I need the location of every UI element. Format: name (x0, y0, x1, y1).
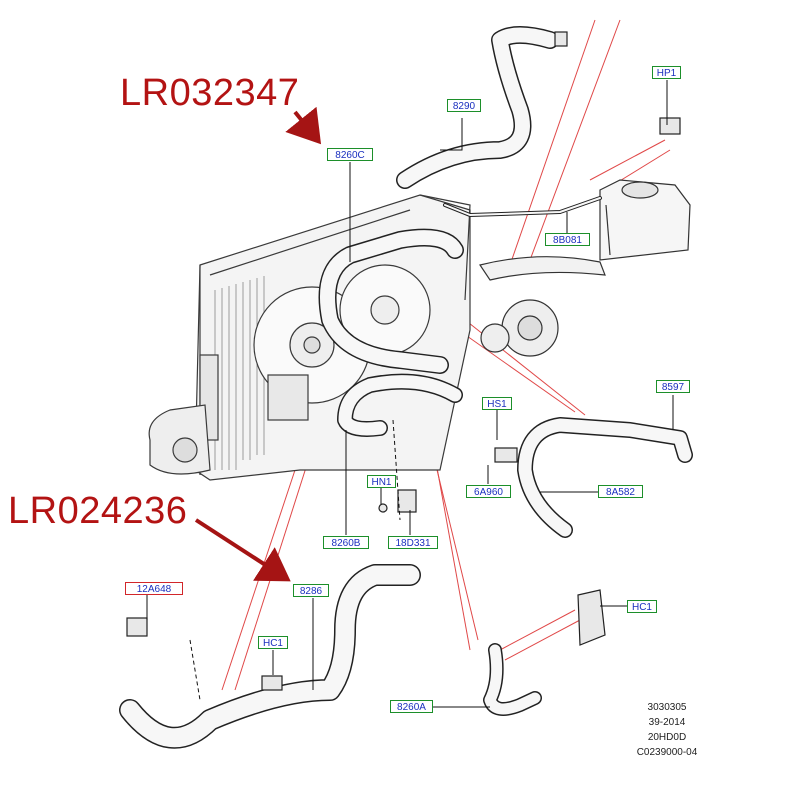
callout-hn1: HN1 (367, 475, 396, 488)
callout-8286: 8286 (293, 584, 329, 597)
pointer-arrows (194, 106, 322, 582)
hn1-part (378, 503, 388, 513)
6a960-part (494, 447, 518, 463)
callout-hc1: HC1 (627, 600, 657, 613)
part-number-upper: LR032347 (120, 72, 300, 114)
part-number-lower: LR024236 (8, 490, 188, 532)
callout-8a582: 8A582 (598, 485, 643, 498)
reference-line: 20HD0D (647, 732, 687, 743)
hp1-part (659, 117, 681, 135)
thermostat-housing (479, 256, 606, 357)
small-parts (126, 31, 681, 691)
8290-end (554, 31, 568, 47)
reference-line: 3030305 (647, 702, 687, 713)
reference-line: 39-2014 (648, 717, 686, 728)
callout-hs1: HS1 (482, 397, 512, 410)
callout-8290: 8290 (447, 99, 481, 112)
callout-hc1-clip: HC1 (258, 636, 288, 649)
callout-8b081: 8B081 (545, 233, 590, 246)
12a648-part (126, 617, 148, 637)
reference-line: C0239000-04 (636, 747, 698, 758)
callout-8260c: 8260C (327, 148, 373, 161)
expansion-tank (599, 179, 691, 261)
callout-8260b: 8260B (323, 536, 369, 549)
callout-8597: 8597 (656, 380, 690, 393)
callout-hp1: HP1 (652, 66, 681, 79)
hc1-part (577, 589, 606, 646)
reference-block: 3030305 39-2014 20HD0D C0239000-04 (622, 700, 712, 760)
hc1-clip-part (261, 675, 283, 691)
18d331-part (397, 489, 417, 513)
hoses (119, 26, 693, 749)
leader-lines (146, 80, 674, 708)
callout-8260a: 8260A (390, 700, 433, 713)
callout-6a960: 6A960 (466, 485, 511, 498)
callout-12a648: 12A648 (125, 582, 183, 595)
callout-18d331: 18D331 (388, 536, 438, 549)
